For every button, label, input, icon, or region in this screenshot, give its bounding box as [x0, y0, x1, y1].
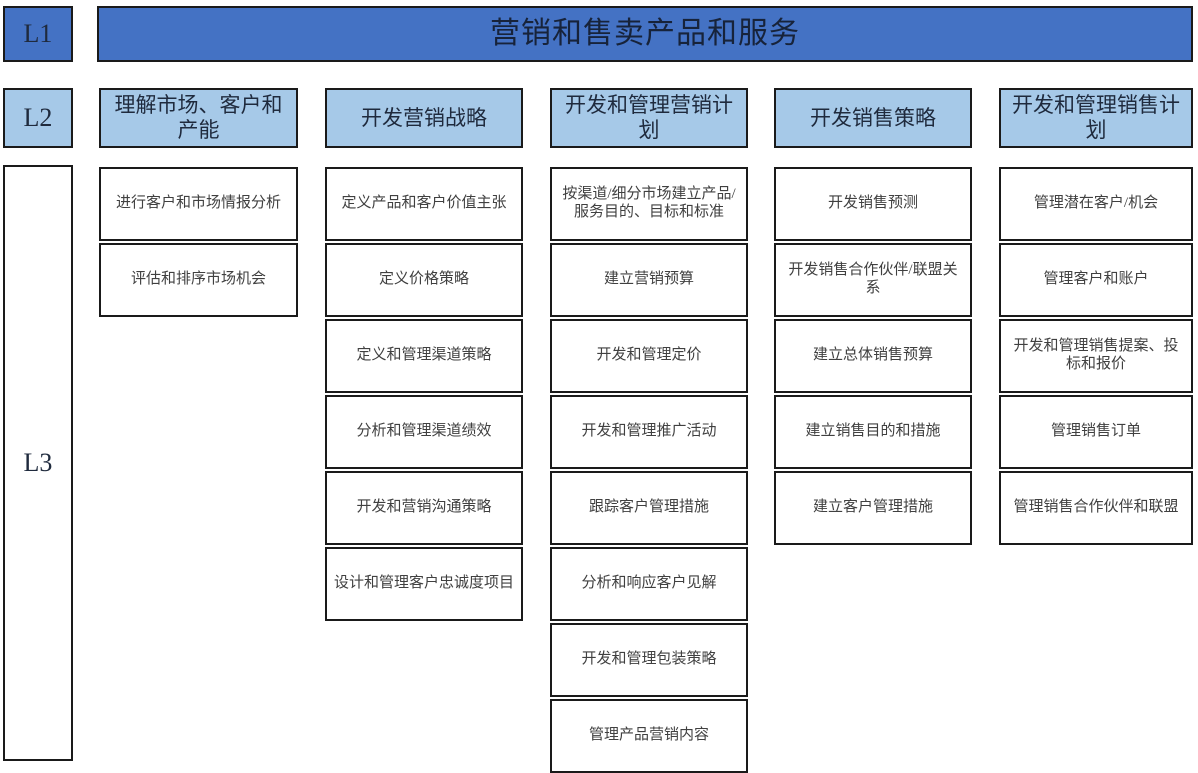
l3-item[interactable]: 开发和管理推广活动	[550, 395, 748, 469]
l2-header-text: 理解市场、客户和产能	[114, 93, 283, 142]
l3-item-text: 开发和管理销售提案、投标和报价	[1013, 338, 1179, 372]
l3-item[interactable]: 开发销售合作伙伴/联盟关系	[774, 243, 972, 317]
l3-item-text: 开发和营销沟通策略	[356, 499, 492, 516]
l3-item-text: 分析和管理渠道绩效	[356, 423, 492, 440]
l3-item[interactable]: 分析和管理渠道绩效	[325, 395, 523, 469]
l3-item[interactable]: 定义产品和客户价值主张	[325, 167, 523, 241]
l3-item[interactable]: 定义价格策略	[325, 243, 523, 317]
l2-header-1[interactable]: 理解市场、客户和产能	[99, 88, 298, 148]
l2-header-3[interactable]: 开发和管理营销计划	[550, 88, 748, 148]
l3-item-text: 建立销售目的和措施	[805, 423, 941, 440]
l3-item[interactable]: 开发和管理定价	[550, 319, 748, 393]
l3-item[interactable]: 管理销售合作伙伴和联盟	[999, 471, 1193, 545]
level-label-l3: L3	[3, 165, 73, 761]
l3-item[interactable]: 开发销售预测	[774, 167, 972, 241]
l3-item[interactable]: 建立客户管理措施	[774, 471, 972, 545]
l3-item[interactable]: 管理客户和账户	[999, 243, 1193, 317]
l3-item[interactable]: 开发和管理包装策略	[550, 623, 748, 697]
l3-item[interactable]: 设计和管理客户忠诚度项目	[325, 547, 523, 621]
l3-item-text: 按渠道/细分市场建立产品/服务目的、目标和标准	[562, 186, 736, 220]
l3-item[interactable]: 评估和排序市场机会	[99, 243, 298, 317]
l3-item-text: 开发和管理包装策略	[581, 651, 717, 668]
level-label-l1: L1	[3, 6, 73, 62]
l3-item-text: 管理销售合作伙伴和联盟	[1013, 499, 1179, 516]
l3-item[interactable]: 跟踪客户管理措施	[550, 471, 748, 545]
l3-item-text: 定义产品和客户价值主张	[341, 195, 507, 212]
l1-title-banner: 营销和售卖产品和服务	[97, 6, 1193, 62]
l3-item[interactable]: 管理销售订单	[999, 395, 1193, 469]
l3-item-text: 进行客户和市场情报分析	[115, 195, 281, 212]
l3-item-text: 开发销售预测	[827, 195, 918, 212]
l2-header-4[interactable]: 开发销售策略	[774, 88, 972, 148]
l3-item-text: 分析和响应客户见解	[581, 575, 717, 592]
l2-header-2[interactable]: 开发营销战略	[325, 88, 523, 148]
l2-header-text: 开发和管理销售计划	[1012, 93, 1180, 142]
l3-item-text: 定义和管理渠道策略	[356, 347, 492, 364]
l3-item-text: 开发和管理定价	[596, 347, 702, 364]
l3-item-text: 建立营销预算	[603, 271, 694, 288]
l3-item[interactable]: 分析和响应客户见解	[550, 547, 748, 621]
l1-title-text: 营销和售卖产品和服务	[490, 17, 800, 51]
l2-header-text: 开发销售策略	[810, 105, 936, 130]
l3-item[interactable]: 建立总体销售预算	[774, 319, 972, 393]
l2-header-text: 开发营销战略	[361, 105, 487, 130]
l3-item-text: 管理产品营销内容	[588, 727, 709, 744]
l3-item-text: 管理潜在客户/机会	[1033, 195, 1159, 212]
l3-item-text: 建立总体销售预算	[812, 347, 933, 364]
l3-item-text: 管理销售订单	[1050, 423, 1141, 440]
l3-item-text: 定义价格策略	[378, 271, 469, 288]
l3-item-text: 开发销售合作伙伴/联盟关系	[788, 262, 958, 296]
l3-item-text: 评估和排序市场机会	[130, 271, 266, 288]
l3-item[interactable]: 管理潜在客户/机会	[999, 167, 1193, 241]
l3-item[interactable]: 建立营销预算	[550, 243, 748, 317]
l3-item[interactable]: 按渠道/细分市场建立产品/服务目的、目标和标准	[550, 167, 748, 241]
level-label-l1-text: L1	[23, 18, 53, 48]
level-label-l3-text: L3	[23, 447, 53, 477]
l3-item-text: 建立客户管理措施	[812, 499, 933, 516]
l3-item-text: 跟踪客户管理措施	[588, 499, 709, 516]
l3-item[interactable]: 建立销售目的和措施	[774, 395, 972, 469]
l3-item-text: 设计和管理客户忠诚度项目	[333, 575, 514, 592]
l3-item[interactable]: 定义和管理渠道策略	[325, 319, 523, 393]
level-label-l2-text: L2	[23, 102, 53, 132]
l3-item[interactable]: 开发和管理销售提案、投标和报价	[999, 319, 1193, 393]
l3-item-text: 开发和管理推广活动	[581, 423, 717, 440]
l3-item[interactable]: 开发和营销沟通策略	[325, 471, 523, 545]
l3-item-text: 管理客户和账户	[1043, 271, 1149, 288]
l3-item[interactable]: 管理产品营销内容	[550, 699, 748, 773]
l2-header-5[interactable]: 开发和管理销售计划	[999, 88, 1193, 148]
l2-header-text: 开发和管理营销计划	[565, 93, 733, 142]
level-label-l2: L2	[3, 88, 73, 148]
l3-item[interactable]: 进行客户和市场情报分析	[99, 167, 298, 241]
